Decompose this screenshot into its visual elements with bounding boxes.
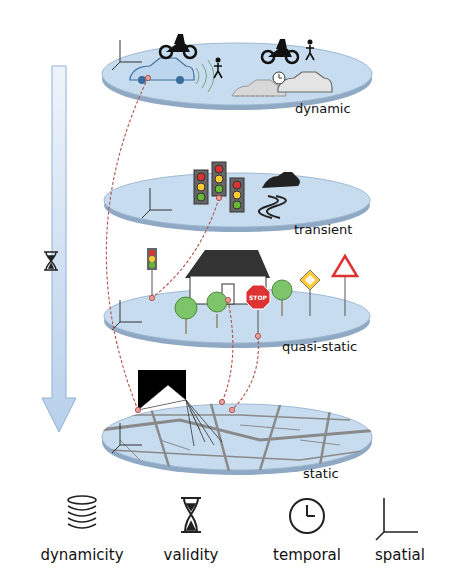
layer-label: dynamic [295, 101, 351, 116]
quasi-static-objects [112, 248, 357, 340]
time-arrow [42, 66, 76, 432]
legend-label: validity [164, 546, 219, 564]
legend-icons [68, 496, 418, 540]
transient-objects [142, 162, 300, 218]
dashed-link [219, 297, 232, 404]
legend-label: temporal [273, 546, 341, 564]
dashed-link [106, 75, 150, 412]
layer-label: static [303, 466, 339, 481]
building-footprint [138, 370, 222, 446]
dynamic-objects [112, 34, 332, 96]
layer-label: transient [294, 222, 352, 237]
dashed-link [229, 333, 260, 412]
dashed-link [149, 195, 221, 300]
layer-label: quasi-static [282, 339, 357, 354]
road-network [100, 400, 380, 475]
legend-label: dynamicity [40, 546, 123, 564]
legend-label: spatial [375, 546, 425, 564]
sign-text: STOP [249, 294, 267, 301]
layer-disc: static [101, 403, 373, 471]
